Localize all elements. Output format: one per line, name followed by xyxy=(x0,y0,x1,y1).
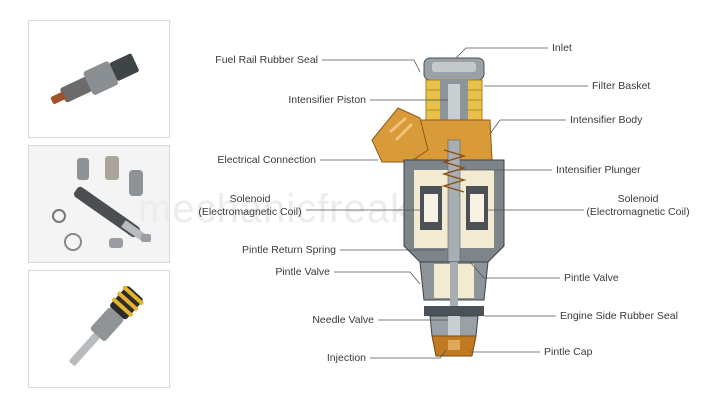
label-needle-valve: Needle Valve xyxy=(312,314,374,326)
label-inlet: Inlet xyxy=(552,42,572,54)
label-pintle-valve-left: Pintle Valve xyxy=(275,266,330,278)
label-intensifier-piston: Intensifier Piston xyxy=(288,94,366,106)
label-pintle-return-spring: Pintle Return Spring xyxy=(242,244,336,256)
label-solenoid-right: Solenoid xyxy=(618,193,659,205)
label-engine-side-rubber-seal: Engine Side Rubber Seal xyxy=(560,310,678,322)
label-injection: Injection xyxy=(327,352,366,364)
thumbnail-parts xyxy=(28,145,170,263)
label-fuel-rail-rubber-seal: Fuel Rail Rubber Seal xyxy=(215,54,318,66)
label-solenoid-left-sub: (Electromagnetic Coil) xyxy=(198,206,301,218)
label-intensifier-body: Intensifier Body xyxy=(570,114,643,126)
fuel-injector-photo-icon xyxy=(50,53,139,104)
label-intensifier-plunger: Intensifier Plunger xyxy=(556,164,641,176)
label-pintle-valve-right: Pintle Valve xyxy=(564,272,619,284)
label-solenoid-right-sub: (Electromagnetic Coil) xyxy=(586,206,689,218)
thumbnail-diesel-injector xyxy=(28,270,170,388)
label-pintle-cap: Pintle Cap xyxy=(544,346,593,358)
injector-cross-section xyxy=(371,57,505,357)
leader-lines xyxy=(306,47,588,359)
thumbnail-injector xyxy=(28,20,170,138)
label-solenoid-left: Solenoid xyxy=(230,193,271,205)
label-electrical-connection: Electrical Connection xyxy=(217,154,316,166)
diesel-injector-photo-icon xyxy=(69,285,145,366)
label-filter-basket: Filter Basket xyxy=(592,80,650,92)
injector-parts-photo-icon xyxy=(29,146,169,262)
